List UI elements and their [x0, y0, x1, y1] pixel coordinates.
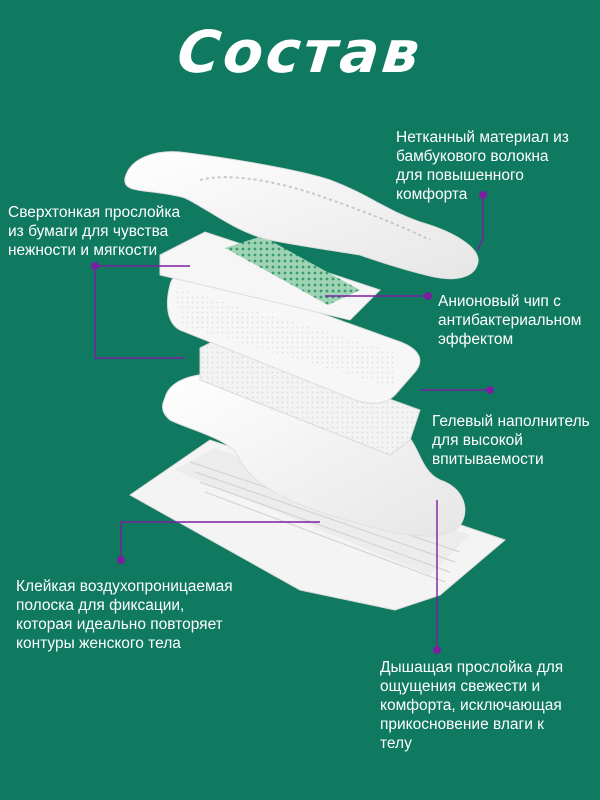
label-breathable-layer: Дышащая прослойка для ощущения свежести … [380, 659, 564, 752]
label-top-layer: Нетканный материал из бамбукового волокн… [396, 129, 569, 203]
label-gel-filler: Гелевый наполнитель для высокой впитывае… [432, 413, 590, 468]
paper-layer [159, 231, 381, 321]
leader-lines [94, 195, 490, 650]
leader-dots [91, 191, 494, 654]
label-adhesive-strip: Клейкая воздухопроницаемая полоска для ф… [16, 578, 233, 652]
label-anion-chip: Анионовый чип с антибактериальном эффект… [438, 293, 582, 348]
label-paper-layer: Сверхтонкая прослойка из бумаги для чувс… [8, 204, 181, 259]
top-bamboo-layer [124, 151, 479, 280]
